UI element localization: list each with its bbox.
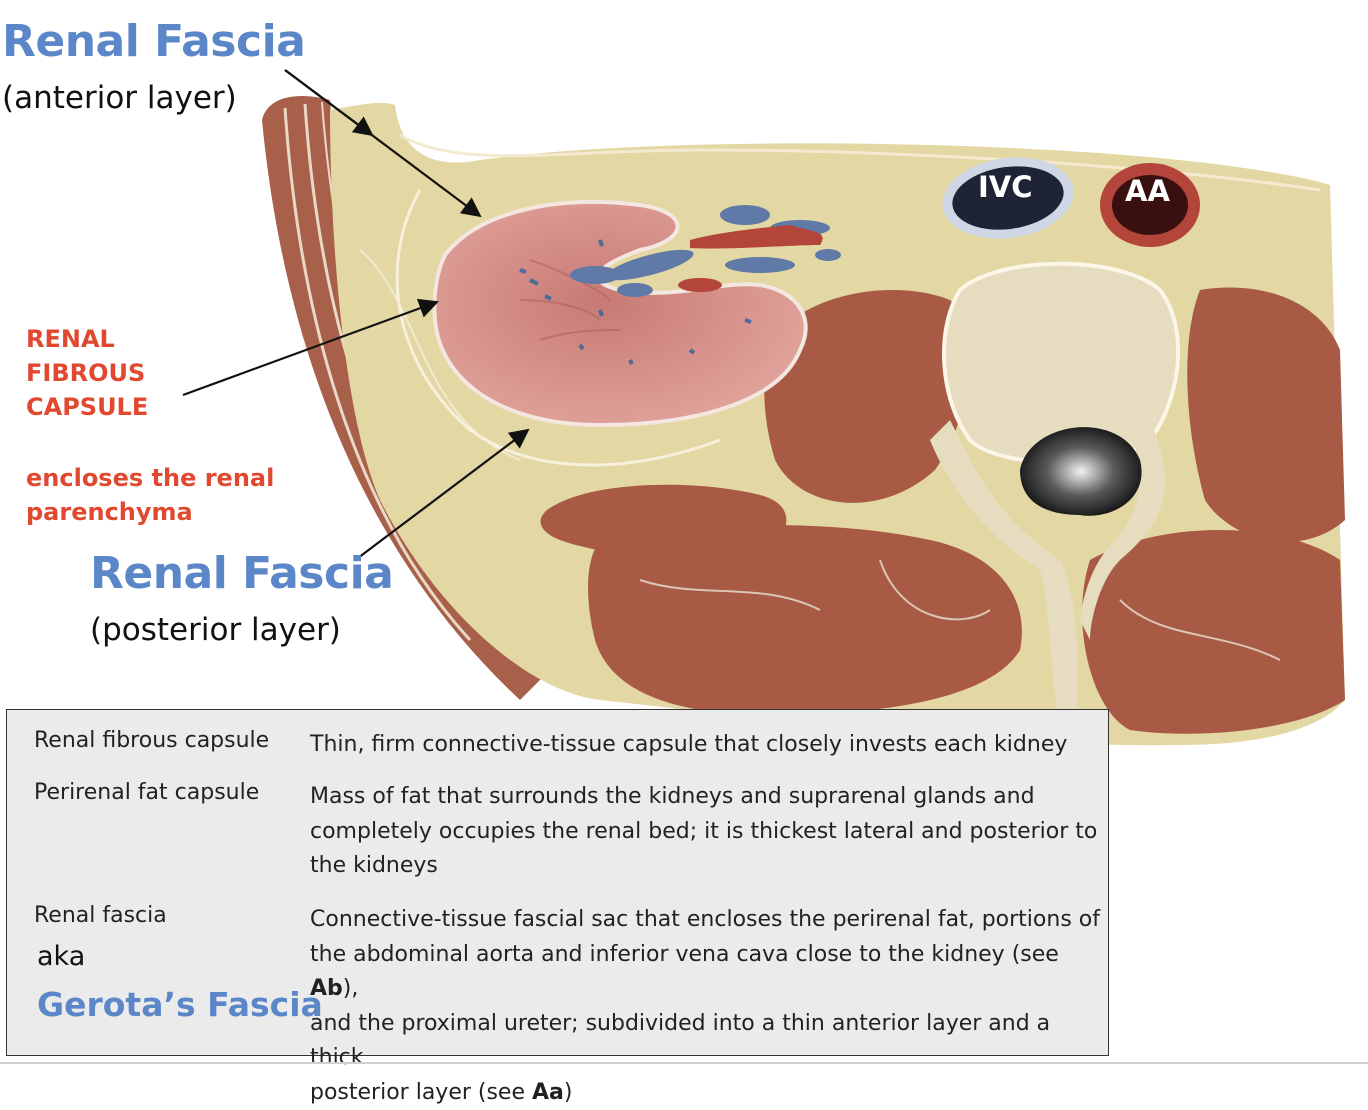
desc-renal-fascia: Connective-tissue fascial sac that enclo…	[310, 903, 1100, 1110]
ivc-label: IVC	[978, 170, 1033, 204]
aa-label: AA	[1125, 174, 1170, 208]
aka-label: aka	[37, 941, 85, 972]
desc-line: Connective-tissue fascial sac that enclo…	[310, 903, 1100, 938]
capsule-label-line3: CAPSULE	[26, 390, 148, 424]
desc-line: completely occupies the renal bed; it is…	[310, 815, 1100, 850]
gerota-fascia-label: Gerota’s Fascia	[37, 985, 323, 1024]
desc-text: the abdominal aorta and inferior vena ca…	[310, 942, 1059, 967]
capsule-note-line1: encloses the renal	[26, 461, 274, 495]
desc-line: the abdominal aorta and inferior vena ca…	[310, 938, 1100, 1007]
renal-fascia-posterior-title: Renal Fascia	[90, 548, 393, 599]
desc-text: posterior layer (see	[310, 1080, 532, 1105]
capsule-note-line2: parenchyma	[26, 495, 193, 529]
capsule-label-line2: FIBROUS	[26, 356, 145, 390]
bottom-divider	[0, 1062, 1368, 1064]
figure-ref-aa: Aa	[532, 1080, 564, 1105]
renal-fascia-posterior-subtitle: (posterior layer)	[90, 612, 341, 648]
desc-line: Mass of fat that surrounds the kidneys a…	[310, 780, 1100, 815]
desc-line: the kidneys	[310, 849, 1100, 884]
renal-fascia-anterior-title: Renal Fascia	[2, 16, 305, 67]
desc-text: )	[564, 1080, 573, 1105]
desc-renal-fibrous-capsule: Thin, firm connective-tissue capsule tha…	[310, 728, 1100, 763]
term-renal-fibrous-capsule: Renal fibrous capsule	[34, 728, 269, 753]
capsule-label-line1: RENAL	[26, 322, 115, 356]
desc-text: ),	[343, 976, 359, 1001]
desc-line: and the proximal ureter; subdivided into…	[310, 1007, 1100, 1076]
term-renal-fascia: Renal fascia	[34, 903, 167, 928]
renal-fascia-anterior-subtitle: (anterior layer)	[2, 80, 237, 116]
term-perirenal-fat-capsule: Perirenal fat capsule	[34, 780, 259, 805]
desc-perirenal-fat-capsule: Mass of fat that surrounds the kidneys a…	[310, 780, 1100, 884]
desc-line: posterior layer (see Aa)	[310, 1076, 1100, 1110]
definitions-table: Renal fibrous capsule Thin, firm connect…	[6, 709, 1109, 1056]
